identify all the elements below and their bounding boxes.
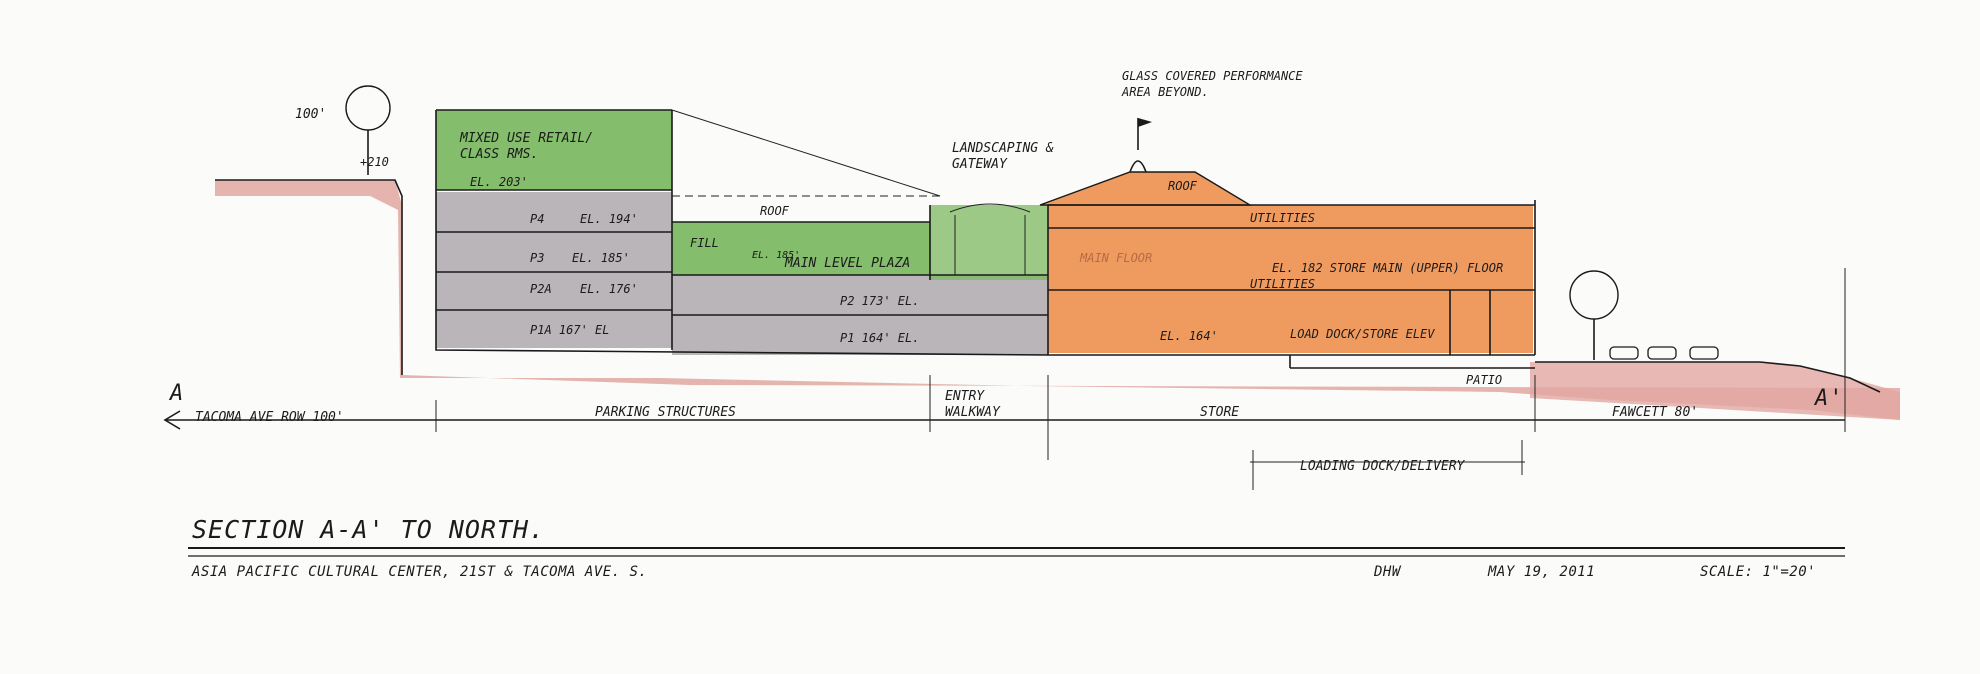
gateway-arch xyxy=(949,203,1031,275)
label-roof-store: Roof xyxy=(1168,179,1198,193)
label-glass-1: Glass covered performance xyxy=(1122,69,1303,83)
label-main-level-plaza: Main level plaza xyxy=(784,256,910,271)
ground-right-fill xyxy=(1530,362,1900,420)
label-p4: P4 xyxy=(530,212,544,226)
store-block xyxy=(1048,205,1533,353)
dome-finial xyxy=(1129,118,1152,173)
label-section-a: A xyxy=(168,381,184,406)
footer-date: May 19, 2011 xyxy=(1487,564,1595,580)
label-el-164: EL. 164' xyxy=(1160,329,1218,343)
label-el-plaza: EL. 185' xyxy=(752,250,800,261)
label-p1a: P1A 167' EL xyxy=(530,323,609,337)
label-landscaping-1: Landscaping & xyxy=(952,141,1054,156)
label-store: Store xyxy=(1200,405,1239,420)
label-p2a: P2A xyxy=(530,282,552,296)
label-el-185: EL. 185' xyxy=(572,251,630,265)
footer-scale: Scale: 1"=20' xyxy=(1700,564,1816,580)
label-el-194: EL. 194' xyxy=(580,212,638,226)
label-fawcett: Fawcett 80' xyxy=(1612,405,1698,420)
label-section-a-prime: A' xyxy=(1813,386,1844,411)
label-landscaping-2: gateway xyxy=(952,157,1008,172)
label-roof-plaza: Roof xyxy=(760,204,790,218)
label-entry-walkway-1: Entry xyxy=(945,389,985,404)
label-parking-structures: Parking structures xyxy=(595,405,736,420)
tree-right-icon xyxy=(1569,270,1619,360)
mixed-use-retail-block xyxy=(436,110,672,190)
label-glass-2: area beyond. xyxy=(1121,85,1209,99)
label-utilities-lower: Utilities xyxy=(1250,277,1315,291)
main-level-plaza-block xyxy=(672,222,930,275)
label-el-203: EL. 203' xyxy=(470,175,528,189)
tree-left-icon xyxy=(345,85,391,175)
label-loading-dock-delivery: Loading dock/delivery xyxy=(1300,459,1466,474)
footer-project: Asia Pacific Cultural Center, 21st & Tac… xyxy=(191,564,647,580)
label-el-176: EL. 176' xyxy=(580,282,638,296)
drawing-title: Section A-A' to North. xyxy=(192,515,545,544)
gateway-block xyxy=(930,205,1048,280)
car-icons xyxy=(1609,346,1719,360)
label-store-main-floor: EL. 182 Store main (upper) floor xyxy=(1272,261,1503,275)
label-elevation-100: 100' xyxy=(295,107,326,122)
label-patio: Patio xyxy=(1466,373,1502,387)
label-p1-164: P1 164' EL. xyxy=(840,331,919,345)
label-mixed-use-2: class rms. xyxy=(460,147,538,162)
label-mixed-use-1: Mixed use retail/ xyxy=(459,131,593,146)
store-roof xyxy=(1039,171,1253,206)
label-utilities-upper: Utilities xyxy=(1250,211,1315,225)
footer-drawn-by: DHW xyxy=(1373,564,1402,580)
label-p3: P3 xyxy=(530,251,544,265)
label-fill: Fill xyxy=(690,236,719,250)
label-load-dock: Load dock/store elev xyxy=(1290,327,1435,341)
dimension-line xyxy=(163,268,1846,490)
parking-block-left xyxy=(436,192,672,348)
label-tacoma-row: Tacoma Ave ROW 100' xyxy=(195,410,344,425)
label-main-floor-faint: Main floor xyxy=(1079,251,1152,265)
structure-lines xyxy=(215,109,1881,393)
label-p2-173: P2 173' EL. xyxy=(840,294,919,308)
label-entry-walkway-2: walkway xyxy=(945,405,1001,420)
label-elevation-210: +210 xyxy=(360,155,389,169)
